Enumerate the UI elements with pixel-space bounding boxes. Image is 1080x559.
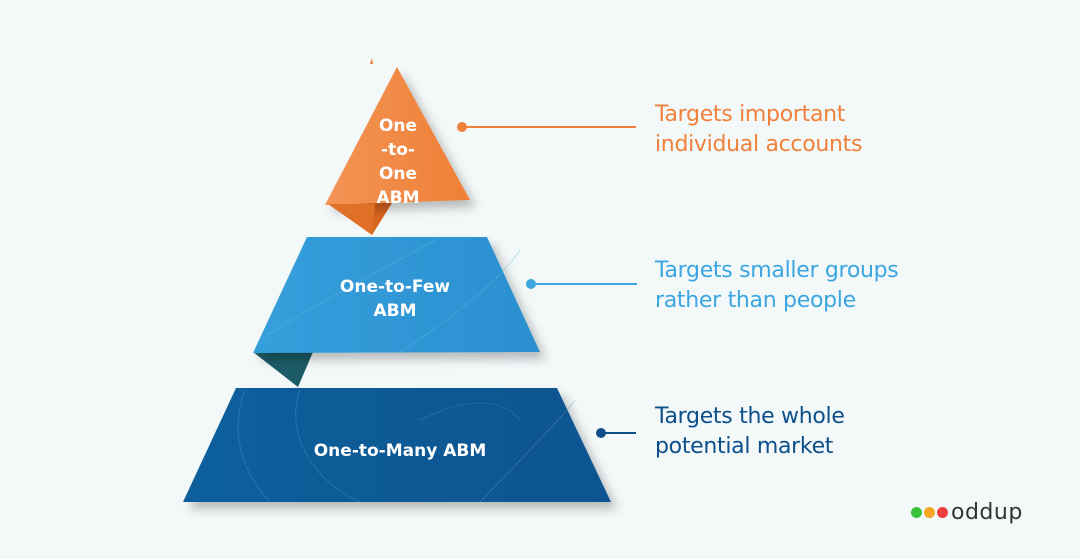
description-line: Targets smaller groups — [655, 258, 899, 283]
tier-one-to-many-label: One-to-Many ABM — [290, 439, 510, 463]
connector-one-to-few — [526, 279, 637, 289]
apex-fleck — [370, 58, 373, 64]
oddup-logo: oddup — [911, 500, 1023, 525]
logo-dot-green — [911, 507, 922, 518]
logo-dot-orange — [924, 507, 935, 518]
contour-line — [399, 249, 521, 353]
description-line: individual accounts — [655, 132, 863, 157]
description-one-to-few: Targets smaller groups rather than peopl… — [655, 256, 899, 316]
description-line: Targets important — [655, 102, 846, 127]
tier-one-to-many-shape — [183, 388, 611, 502]
contour-line — [479, 399, 576, 503]
tier-one-to-few-shape — [253, 237, 540, 353]
label-line: -to- — [381, 140, 415, 160]
description-line: rather than people — [655, 288, 856, 313]
description-one-to-one: Targets important individual accounts — [655, 100, 862, 160]
tier-one-to-one-fold-front — [328, 204, 375, 235]
contour-line — [419, 402, 521, 421]
description-line: Targets the whole — [655, 404, 845, 429]
contour-line — [259, 236, 441, 341]
tier-one-to-one-label: One -to- One ABM — [360, 114, 436, 210]
connector-one-to-one — [457, 122, 636, 132]
label-line: One-to-Many ABM — [313, 441, 487, 461]
label-line: One ABM — [376, 164, 420, 208]
tier-one-to-few-fold — [253, 352, 313, 387]
tier-one-to-few-label: One-to-Few ABM — [320, 275, 470, 323]
label-line: One — [378, 116, 418, 136]
label-line: One-to-Few — [339, 277, 451, 297]
description-line: potential market — [655, 434, 834, 459]
logo-dot-red — [937, 507, 948, 518]
contour-line — [295, 389, 361, 503]
description-one-to-many: Targets the whole potential market — [655, 402, 845, 462]
connector-one-to-many — [596, 428, 636, 438]
contour-line — [237, 389, 271, 503]
logo-text: oddup — [951, 500, 1023, 525]
label-line: ABM — [373, 301, 417, 321]
tier-one-to-one-shape — [325, 67, 470, 205]
